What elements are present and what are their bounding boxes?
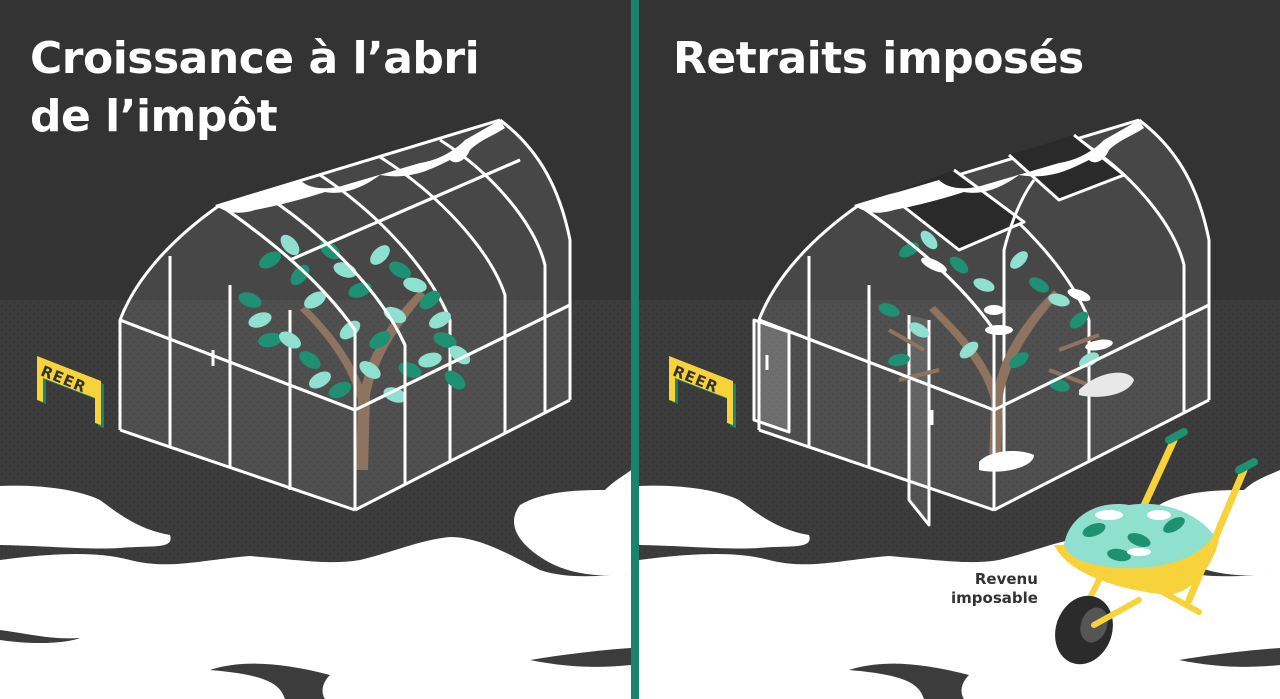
right-title: Retraits imposés: [673, 33, 1084, 84]
reer-sign: [37, 356, 104, 428]
snowy-tree: [878, 230, 1134, 472]
wheel: [1055, 595, 1142, 665]
snow-bank: [0, 537, 631, 699]
snow-bank: [514, 470, 631, 576]
leaves-pile: [1064, 503, 1214, 569]
wheelbarrow: [1054, 428, 1258, 665]
panel-divider: [631, 0, 639, 699]
left-title: Croissance à l’abri de l’impôt: [30, 30, 480, 146]
snow-bank: [0, 485, 171, 549]
caption-line2: imposable: [951, 589, 1038, 607]
left-illustration: [0, 0, 631, 699]
roof-snow: [854, 120, 1144, 213]
reer-sign: [669, 356, 736, 428]
taxable-income-caption: Revenu imposable: [951, 570, 1038, 608]
right-illustration: [639, 0, 1280, 699]
panel-taxed-withdrawals: Retraits imposés REER Revenu imposable: [639, 0, 1280, 699]
panel-tax-sheltered-growth: Croissance à l’abri de l’impôt REER: [0, 0, 631, 699]
caption-line1: Revenu: [974, 570, 1038, 588]
left-title-line1: Croissance à l’abri: [30, 33, 480, 84]
left-title-line2: de l’impôt: [30, 91, 278, 142]
tree: [238, 234, 471, 470]
roof-snow: [215, 120, 505, 213]
snow-bank: [639, 485, 810, 549]
